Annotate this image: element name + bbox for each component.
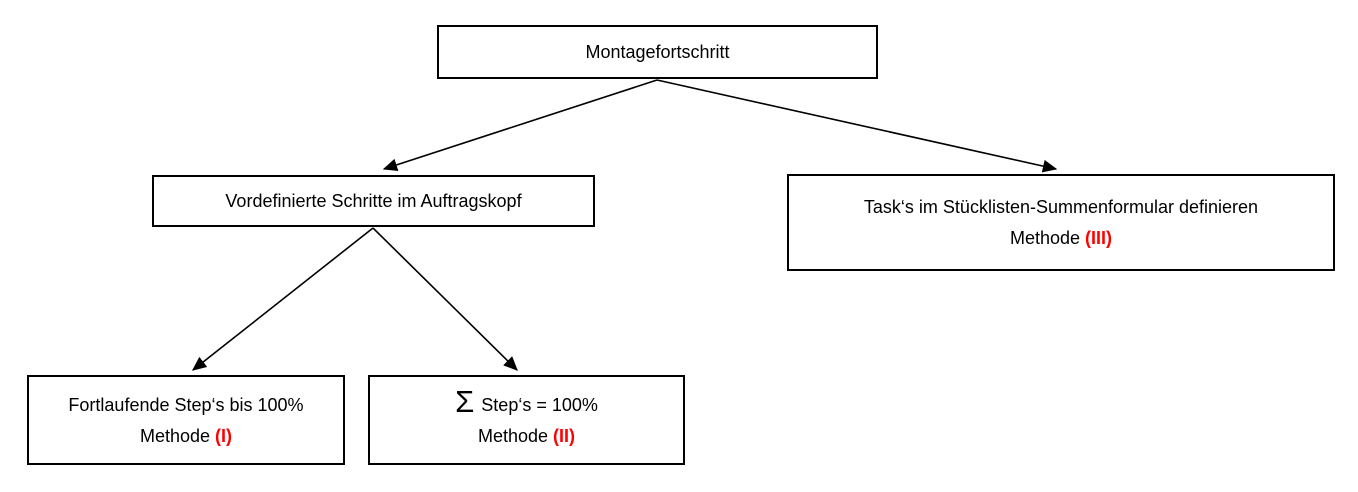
arrow-root-to-left-branch	[382, 79, 658, 172]
sigma-symbol: Σ	[455, 383, 475, 419]
arrow-left-branch-to-leaf-1	[191, 227, 374, 371]
node-vordefinierte-schritte: Vordefinierte Schritte im Auftragskopf	[152, 175, 595, 227]
node-label-line2: Methode(I)	[140, 427, 232, 445]
node-label: Montagefortschritt	[585, 42, 730, 62]
node-label-line1: Σ Step‘s = 100%	[455, 386, 598, 417]
arrow-root-to-right-branch	[656, 79, 1058, 173]
node-label-line1: Task‘s im Stücklisten-Summenformular def…	[863, 197, 1259, 217]
method-number-i: (I)	[215, 425, 233, 446]
method-number-iii: (III)	[1085, 228, 1113, 248]
method-prefix: Methode	[1009, 228, 1081, 248]
node-label-line2: Methode(III)	[1010, 229, 1112, 247]
node-label-line2: Methode(II)	[478, 427, 575, 445]
method-prefix: Methode	[477, 425, 549, 446]
node-label: Vordefinierte Schritte im Auftragskopf	[225, 191, 522, 211]
method-number-ii: (II)	[553, 425, 576, 446]
sum-equation: Step‘s = 100%	[481, 394, 598, 415]
arrow-left-branch-to-leaf-2	[372, 227, 518, 371]
node-montagefortschritt: Montagefortschritt	[437, 25, 878, 79]
node-fortlaufende-steps: Fortlaufende Step‘s bis 100% Methode(I)	[27, 375, 345, 465]
node-sum-steps: Σ Step‘s = 100% Methode(II)	[368, 375, 685, 465]
node-tasks-stuecklisten: Task‘s im Stücklisten-Summenformular def…	[787, 174, 1335, 271]
method-prefix: Methode	[139, 425, 211, 446]
node-label-line1: Fortlaufende Step‘s bis 100%	[68, 394, 304, 415]
